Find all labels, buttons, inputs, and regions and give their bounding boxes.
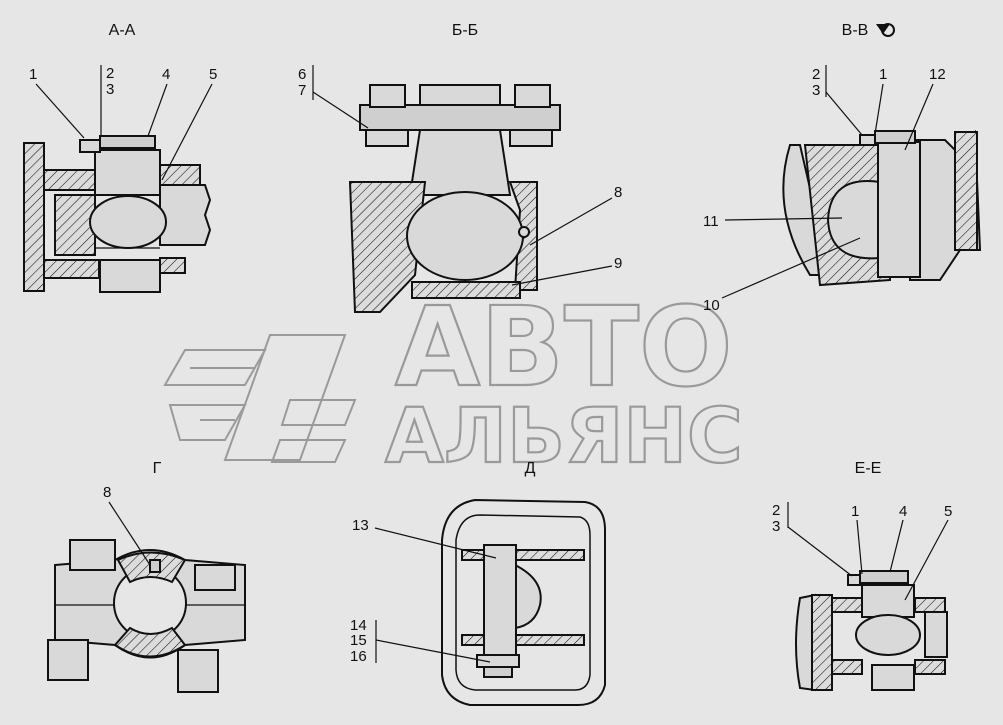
aa-label-3: 3 [106, 81, 114, 98]
aa-label-1: 1 [29, 66, 37, 83]
vv-label-1: 1 [879, 66, 887, 83]
bb-ball [406, 191, 524, 281]
rotation-icon [876, 23, 895, 37]
aa-label-5: 5 [209, 66, 217, 83]
view-g-title: Г [153, 460, 162, 477]
d-outline [441, 498, 606, 706]
aa-label-2: 2 [106, 65, 114, 82]
d-label-14: 14 [350, 617, 367, 634]
bb-label-7: 7 [298, 82, 306, 99]
watermark-logo-stripes [163, 334, 357, 463]
d-pin [483, 544, 517, 656]
ee-ball [855, 614, 921, 656]
view-ee: Е-Е 2 3 1 4 5 [772, 460, 952, 692]
aa-label-4: 4 [162, 66, 170, 83]
aa-bushing-top [94, 149, 161, 196]
view-ee-title: Е-Е [855, 460, 882, 477]
d-label-13: 13 [352, 517, 369, 534]
aa-ball [89, 195, 167, 249]
view-bb: Б-Б 6 7 8 9 [298, 22, 622, 313]
d-label-15: 15 [350, 632, 367, 649]
ee-label-2: 2 [772, 502, 780, 519]
view-bb-title: Б-Б [452, 22, 478, 39]
ee-label-1: 1 [851, 503, 859, 520]
ee-plate [811, 594, 833, 691]
bb-label-6: 6 [298, 66, 306, 83]
g-label-8: 8 [103, 484, 111, 501]
ee-label-5: 5 [944, 503, 952, 520]
bb-clamp-top [359, 104, 561, 131]
vv-label-11: 11 [703, 213, 719, 230]
view-d: Д 13 14 15 16 [350, 460, 606, 706]
aa-plate [23, 142, 45, 292]
view-d-title: Д [525, 460, 536, 477]
d-label-16: 16 [350, 648, 367, 665]
vv-ball [826, 180, 881, 260]
vv-pin [877, 141, 921, 278]
view-vv-title: В-В [842, 22, 869, 39]
bb-neck [408, 129, 512, 196]
ee-label-4: 4 [899, 503, 907, 520]
watermark-line1: АВТО [395, 283, 733, 411]
vv-label-3: 3 [812, 82, 820, 99]
bb-label-8: 8 [614, 184, 622, 201]
watermark-line2: АЛЬЯНС [385, 391, 743, 480]
ee-bushing [861, 584, 915, 618]
bb-label-9: 9 [614, 255, 622, 272]
vv-label-2: 2 [812, 66, 820, 83]
bb-seat [411, 281, 521, 299]
ee-label-3: 3 [772, 518, 780, 535]
view-aa: А-А 1 2 3 4 5 [23, 22, 217, 293]
view-vv: В-В 2 3 1 12 11 10 [703, 22, 982, 314]
watermark: АВТО АЛЬЯНС [163, 282, 744, 481]
vv-label-12: 12 [929, 66, 946, 83]
bb-housing-left [348, 181, 427, 313]
vv-label-10: 10 [703, 297, 720, 314]
view-g: Г 8 [47, 460, 246, 693]
view-aa-title: А-А [109, 22, 136, 39]
